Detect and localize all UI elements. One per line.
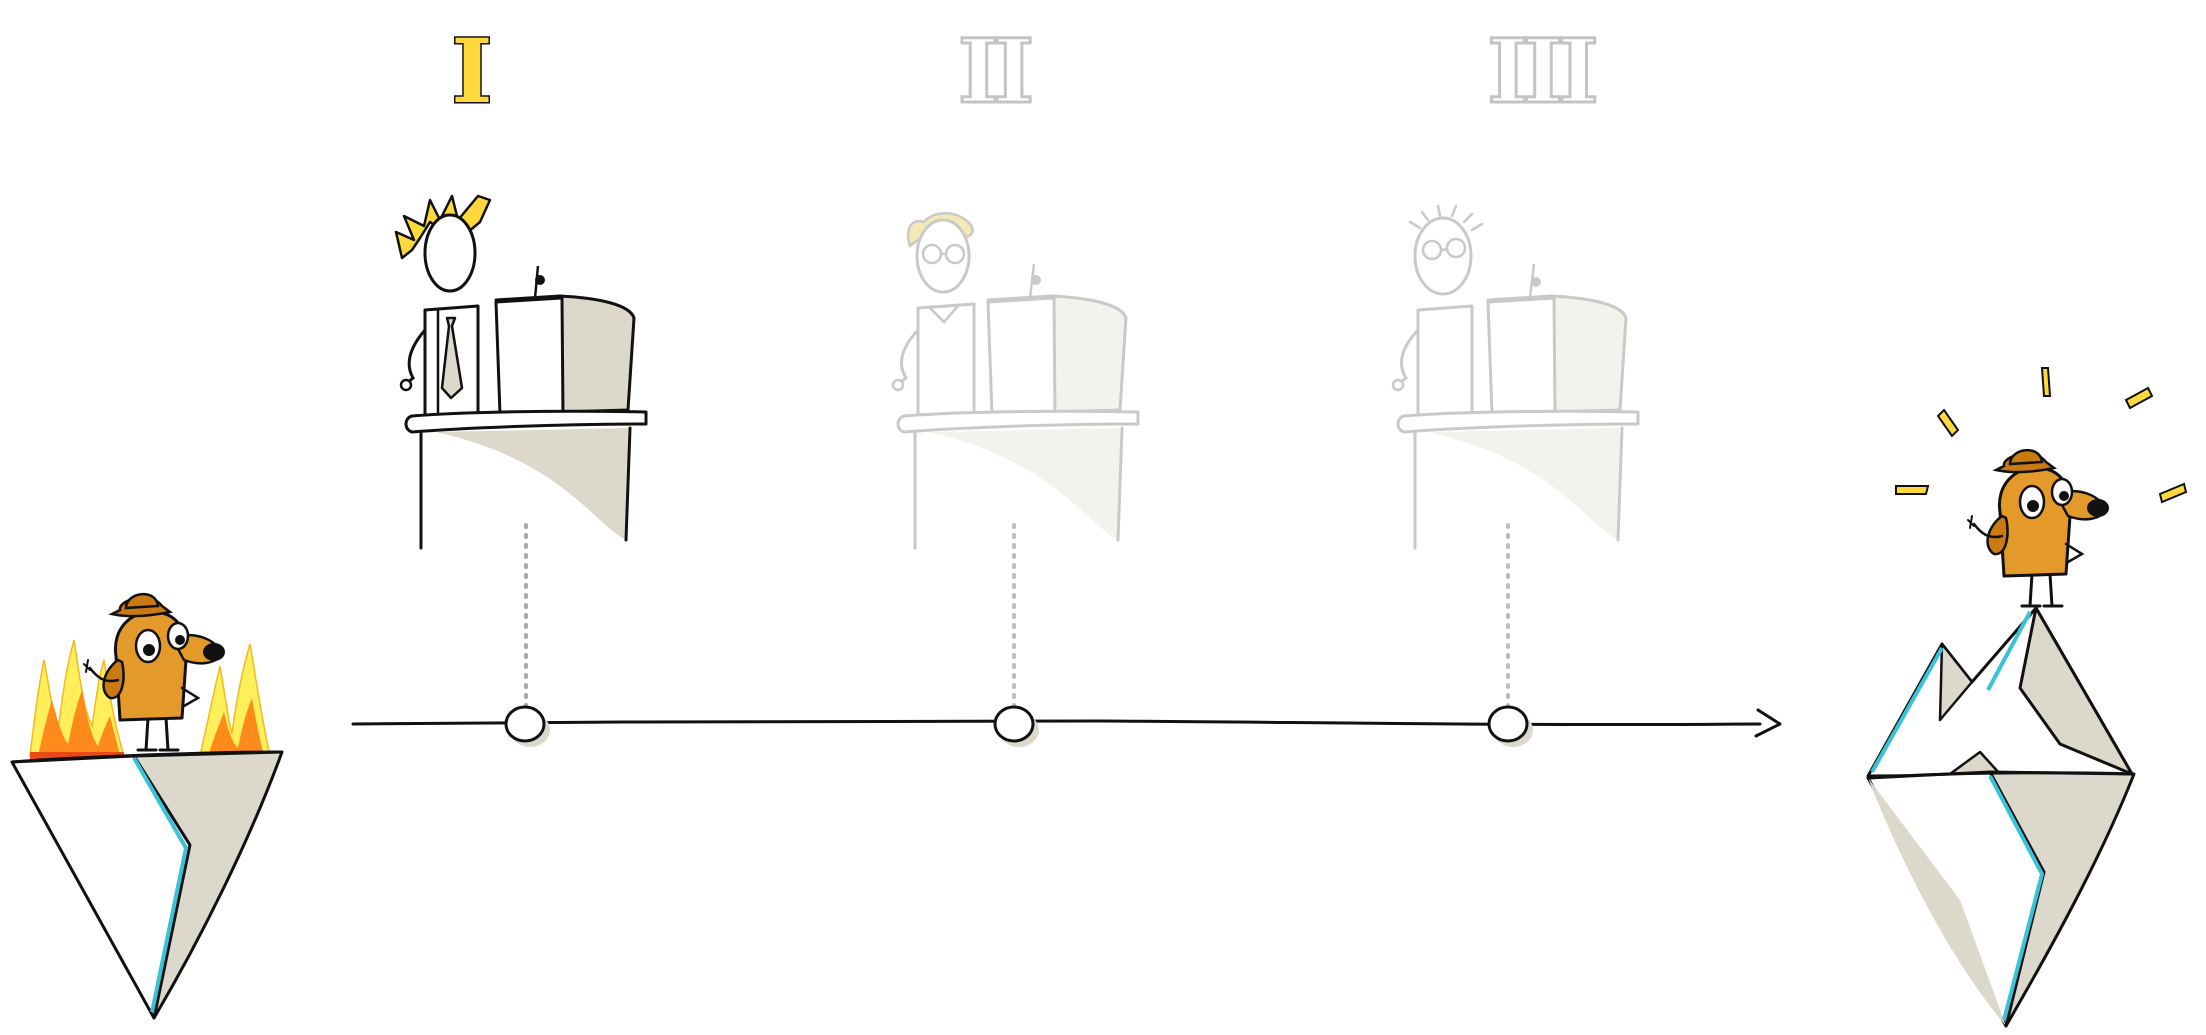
speaker-1-at-podium [396,196,646,548]
dog-on-burning-iceberg-icon [12,594,282,1018]
speaker-3-at-podium [1393,206,1638,548]
fire-icon [30,640,124,760]
iceberg-icon [12,752,282,1018]
speaker-2-at-podium [893,213,1138,548]
stage-numeral-2: II [958,19,1031,123]
head [425,215,475,291]
iceberg-icon [1868,772,2134,1026]
stage-numeral-1: I [451,19,489,123]
stage-3-numeral: III [1487,19,1595,123]
hat-icon [126,594,158,608]
stage-connectors [526,525,1508,706]
dog-icon [1968,450,2109,606]
timeline-markers [506,707,1533,747]
stage-1-numeral: I [451,19,489,123]
mountain-icon [1868,608,2132,776]
stage-numerals: I II III [451,19,1595,123]
happy-dog-on-mountain-iceberg-icon [1868,368,2186,1026]
timeline-marker-2 [995,707,1039,747]
timeline-marker-1 [506,707,550,747]
stage-numeral-3: III [1487,19,1595,123]
stage-2-numeral: II [958,19,1031,123]
hat-icon [2010,450,2042,464]
timeline-marker-3 [1489,707,1533,747]
timeline-arrow [353,710,1780,736]
